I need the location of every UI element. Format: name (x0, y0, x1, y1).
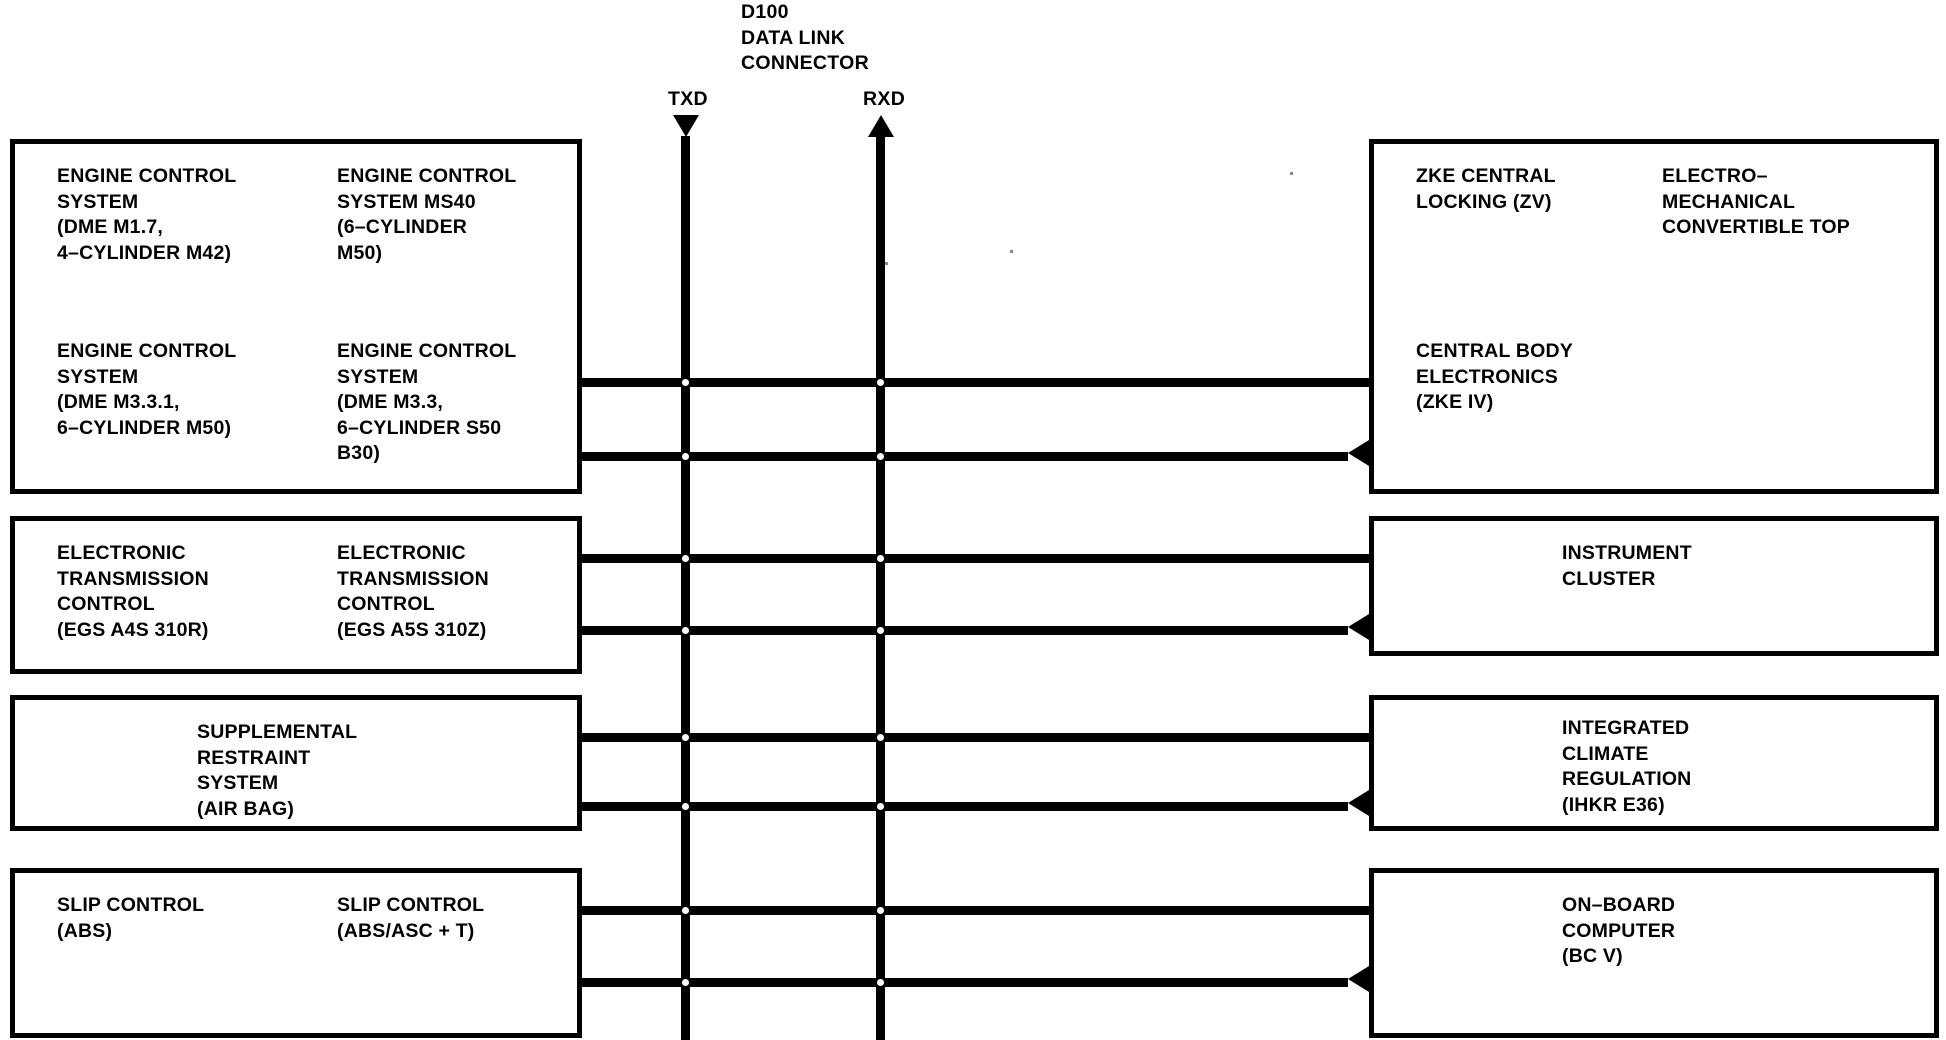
junction-rxd-row2-lower (874, 624, 887, 637)
bus-row-2-lower (466, 626, 1348, 635)
slip-control-col1-text: SLIP CONTROL (ABS) (57, 894, 205, 942)
bus-row-4-upper (487, 906, 1369, 915)
bus-row-1-lower (466, 452, 1348, 461)
scan-speck (1010, 250, 1013, 253)
supplemental-restraint-text: SUPPLEMENTAL RESTRAINT SYSTEM (AIR BAG) (197, 721, 358, 820)
module-box-zke-central-locking: ZKE CENTRAL LOCKING (ZV) ELECTRO– MECHAN… (1369, 139, 1939, 494)
zke-central-locking-col1-text: ZKE CENTRAL LOCKING (ZV) (1416, 165, 1556, 213)
junction-rxd-row3-lower (874, 800, 887, 813)
electro-mechanical-top-text: ELECTRO– MECHANICAL CONVERTIBLE TOP (1662, 165, 1850, 238)
bus-row-3-lower (466, 802, 1348, 811)
rxd-bus-line (876, 136, 885, 1040)
junction-txd-row3-lower (679, 800, 692, 813)
on-board-computer-text: ON–BOARD COMPUTER (BC V) (1562, 894, 1676, 967)
bus-row-3-upper (487, 733, 1369, 742)
junction-rxd-row4-upper (874, 904, 887, 917)
bus-row-1-lower-right-arrow-icon (1348, 440, 1369, 466)
module-box-slip-control: SLIP CONTROL (ABS) SLIP CONTROL (ABS/ASC… (10, 868, 582, 1038)
engine-control-col1-text: ENGINE CONTROL SYSTEM (DME M1.7, 4–CYLIN… (57, 165, 237, 264)
bus-row-1-upper (487, 378, 1369, 387)
module-box-engine-control: ENGINE CONTROL SYSTEM (DME M1.7, 4–CYLIN… (10, 139, 582, 494)
scan-speck (885, 262, 888, 265)
rxd-bus-label: RXD (863, 88, 906, 110)
engine-control-col2b-text: ENGINE CONTROL SYSTEM (DME M3.3, 6–CYLIN… (337, 340, 517, 464)
d100-connector-label: D100 DATA LINK CONNECTOR (741, 1, 870, 74)
bus-row-4-lower-right-arrow-icon (1348, 966, 1369, 992)
junction-txd-row4-upper (679, 904, 692, 917)
module-box-supplemental-restraint: SUPPLEMENTAL RESTRAINT SYSTEM (AIR BAG) (10, 695, 582, 831)
txd-arrowhead-icon (673, 115, 699, 137)
junction-rxd-row1-lower (874, 450, 887, 463)
transmission-control-col2-text: ELECTRONIC TRANSMISSION CONTROL (EGS A5S… (337, 542, 489, 641)
bus-row-2-lower-right-arrow-icon (1348, 614, 1369, 640)
bus-row-3-lower-right-arrow-icon (1348, 790, 1369, 816)
scan-speck (1290, 172, 1293, 175)
bus-row-4-lower (466, 978, 1348, 987)
module-box-climate-regulation: INTEGRATED CLIMATE REGULATION (IHKR E36) (1369, 695, 1939, 831)
module-box-on-board-computer: ON–BOARD COMPUTER (BC V) (1369, 868, 1939, 1038)
txd-bus-line (681, 136, 690, 1040)
junction-txd-row2-lower (679, 624, 692, 637)
junction-rxd-row1-upper (874, 376, 887, 389)
junction-txd-row4-lower (679, 976, 692, 989)
engine-control-col1b-text: ENGINE CONTROL SYSTEM (DME M3.3.1, 6–CYL… (57, 340, 237, 439)
transmission-control-col1-text: ELECTRONIC TRANSMISSION CONTROL (EGS A4S… (57, 542, 209, 641)
junction-txd-row2-upper (679, 552, 692, 565)
junction-rxd-row4-lower (874, 976, 887, 989)
engine-control-col2-text: ENGINE CONTROL SYSTEM MS40 (6–CYLINDER M… (337, 165, 517, 264)
junction-txd-row3-upper (679, 731, 692, 744)
slip-control-col2-text: SLIP CONTROL (ABS/ASC + T) (337, 894, 485, 942)
junction-txd-row1-upper (679, 376, 692, 389)
txd-bus-label: TXD (668, 88, 708, 110)
bus-row-2-upper (487, 554, 1369, 563)
junction-txd-row1-lower (679, 450, 692, 463)
module-box-instrument-cluster: INSTRUMENT CLUSTER (1369, 516, 1939, 656)
junction-rxd-row3-upper (874, 731, 887, 744)
climate-regulation-text: INTEGRATED CLIMATE REGULATION (IHKR E36) (1562, 717, 1692, 816)
instrument-cluster-text: INSTRUMENT CLUSTER (1562, 542, 1692, 590)
rxd-arrowhead-icon (868, 115, 894, 137)
module-box-transmission-control: ELECTRONIC TRANSMISSION CONTROL (EGS A4S… (10, 516, 582, 674)
central-body-electronics-text: CENTRAL BODY ELECTRONICS (ZKE IV) (1416, 340, 1573, 413)
junction-rxd-row2-upper (874, 552, 887, 565)
